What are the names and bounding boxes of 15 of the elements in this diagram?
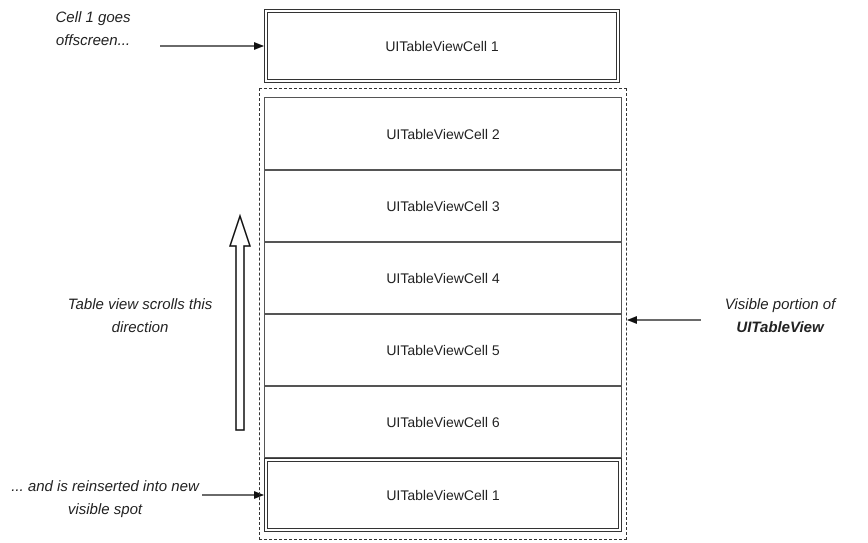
annotation-text: Visible portion of UITableView [705, 293, 855, 343]
arrow [160, 42, 264, 50]
table-row-cell: UITableViewCell 1 [264, 9, 620, 83]
annotation-text: Table view scrolls this direction [66, 295, 214, 338]
annotation-text: Cell 1 goes offscreen... [28, 6, 158, 56]
table-row-cell: UITableViewCell 6 [264, 386, 622, 458]
arrow [627, 316, 701, 324]
table-row-cell: UITableViewCell 4 [264, 242, 622, 314]
arrow [202, 491, 264, 499]
visible-region-outline [259, 88, 627, 540]
table-row-cell: UITableViewCell 5 [264, 314, 622, 386]
table-row-cell: UITableViewCell 3 [264, 170, 622, 242]
annotation-text: ... and is reinserted into new visible spot [10, 475, 200, 525]
table-row-cell: UITableViewCell 1 [264, 458, 622, 532]
table-row-cell: UITableViewCell 2 [264, 97, 622, 170]
